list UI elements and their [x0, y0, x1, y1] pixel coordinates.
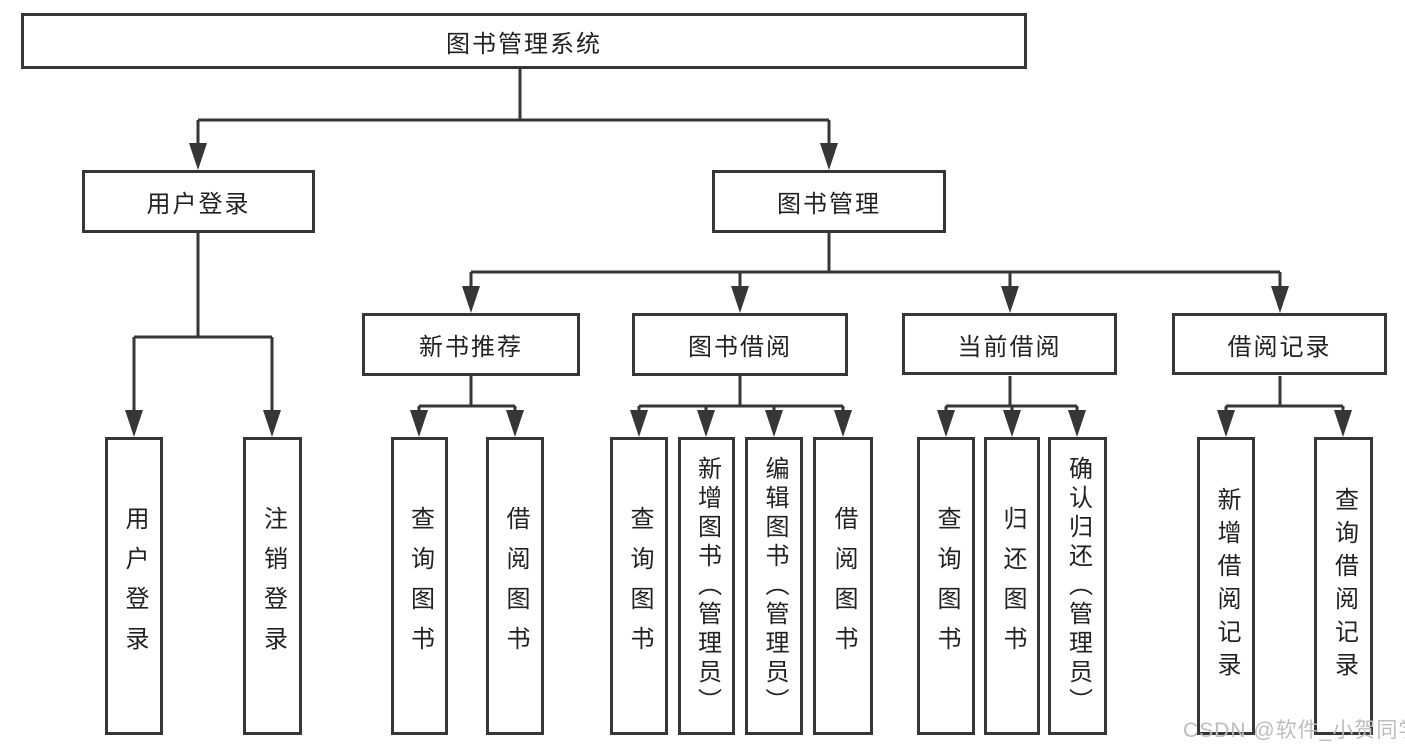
node-book-borrow: 图书借阅	[632, 313, 848, 376]
node-leaf-borrow-books-recommend: 借阅图书	[486, 437, 544, 735]
node-leaf-label: 查询图书	[626, 506, 653, 666]
node-leaf-user-login: 用户登录	[105, 437, 163, 735]
node-leaf-label: 借阅图书	[830, 506, 857, 666]
arrowheads	[125, 143, 1352, 437]
node-leaf-query-books-borrow: 查询图书	[610, 437, 668, 735]
node-leaf-label: 用户登录	[121, 506, 148, 666]
node-leaf-query-books-current: 查询图书	[917, 437, 975, 735]
node-leaf-label: 查询图书	[406, 506, 434, 666]
node-root: 图书管理系统	[21, 13, 1027, 69]
node-leaf-label: 查询图书	[933, 506, 960, 666]
node-leaf-query-borrow-record: 查询借阅记录	[1314, 437, 1373, 735]
node-borrow-records: 借阅记录	[1172, 313, 1387, 375]
node-leaf-query-books-recommend: 查询图书	[391, 437, 448, 735]
node-new-book-recommend-label: 新书推荐	[419, 334, 523, 361]
node-book-borrow-label: 图书借阅	[688, 334, 792, 361]
node-user-login: 用户登录	[82, 170, 315, 233]
node-leaf-label: 确认归还（管理员）	[1064, 455, 1092, 717]
node-borrow-records-label: 借阅记录	[1227, 333, 1332, 361]
node-leaf-label: 借阅图书	[502, 506, 529, 666]
node-leaf-add-borrow-record: 新增借阅记录	[1197, 437, 1255, 735]
node-leaf-label: 新增图书（管理员）	[693, 455, 721, 717]
node-leaf-label: 新增借阅记录	[1213, 487, 1240, 685]
node-leaf-label: 查询借阅记录	[1330, 487, 1358, 685]
node-leaf-return-book: 归还图书	[984, 437, 1040, 735]
node-leaf-confirm-return-admin: 确认归还（管理员）	[1048, 437, 1107, 735]
node-user-login-label: 用户登录	[146, 191, 251, 218]
node-leaf-label: 归还图书	[999, 506, 1026, 666]
node-root-label: 图书管理系统	[446, 30, 602, 58]
node-leaf-label: 注销登录	[259, 506, 287, 666]
node-leaf-edit-book-admin: 编辑图书（管理员）	[745, 437, 803, 735]
node-leaf-label: 编辑图书（管理员）	[761, 455, 788, 717]
node-leaf-borrow-books: 借阅图书	[813, 437, 873, 735]
csdn-watermark: CSDN @软件_小贺同学	[1183, 719, 1405, 742]
node-current-borrow: 当前借阅	[902, 313, 1117, 375]
node-leaf-add-book-admin: 新增图书（管理员）	[678, 437, 735, 735]
node-leaf-logout: 注销登录	[243, 437, 302, 735]
node-book-management-label: 图书管理	[777, 191, 881, 218]
node-new-book-recommend: 新书推荐	[362, 313, 580, 376]
node-current-borrow-label: 当前借阅	[957, 333, 1062, 361]
node-book-management: 图书管理	[712, 170, 946, 233]
